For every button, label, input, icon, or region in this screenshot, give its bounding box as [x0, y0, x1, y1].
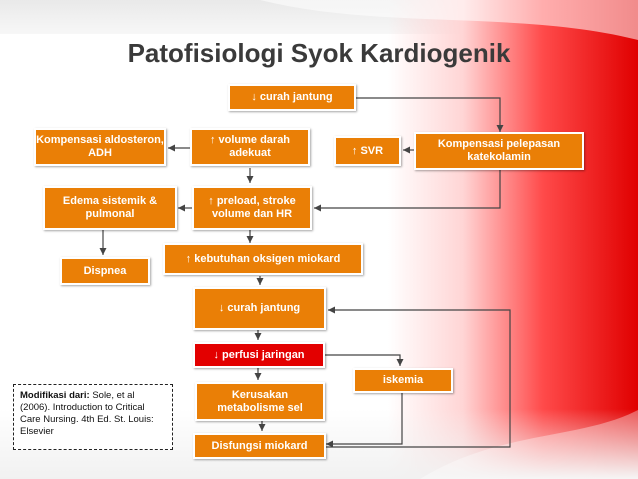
box-edema: Edema sistemik & pulmonal — [43, 186, 177, 230]
box-kompensasi-aldosteron: Kompensasi aldosteron, ADH — [34, 128, 166, 166]
box-volume-darah: ↑ volume darah adekuat — [190, 128, 310, 166]
box-kebutuhan-oksigen: ↑ kebutuhan oksigen miokard — [163, 243, 363, 275]
box-preload: ↑ preload, stroke volume dan HR — [192, 186, 312, 230]
reference-text: Sole, et al (2006). Introduction to Crit… — [20, 390, 154, 437]
arrow-iskemia-to-disfungsi — [326, 393, 403, 448]
reference-label: Modifikasi dari: — [20, 390, 90, 401]
box-svr: ↑ SVR — [334, 136, 401, 166]
arrow-feedback-loop — [326, 306, 511, 448]
reference-note: Modifikasi dari: Sole, et al (2006). Int… — [13, 384, 173, 450]
box-iskemia: iskemia — [353, 368, 453, 393]
box-disfungsi-miokard: Disfungsi miokard — [193, 433, 326, 459]
box-dispnea: Dispnea — [60, 257, 150, 285]
background-red-gradient — [388, 0, 638, 479]
box-curah-jantung-mid: ↓ curah jantung — [193, 287, 326, 330]
box-kompensasi-katekolamin: Kompensasi pelepasan katekolamin — [414, 132, 584, 170]
box-kerusakan-metabolisme: Kerusakan metabolisme sel — [195, 382, 325, 421]
arrow-cj-to-katekolamin — [354, 97, 504, 132]
box-perfusi-jaringan: ↓ perfusi jaringan — [193, 342, 325, 368]
arrow-katekolamin-to-preload — [314, 170, 501, 212]
arrow-perfusi-to-iskemia — [325, 354, 404, 366]
page-title: Patofisiologi Syok Kardiogenik — [127, 38, 511, 68]
box-curah-jantung-top: ↓ curah jantung — [228, 84, 356, 111]
